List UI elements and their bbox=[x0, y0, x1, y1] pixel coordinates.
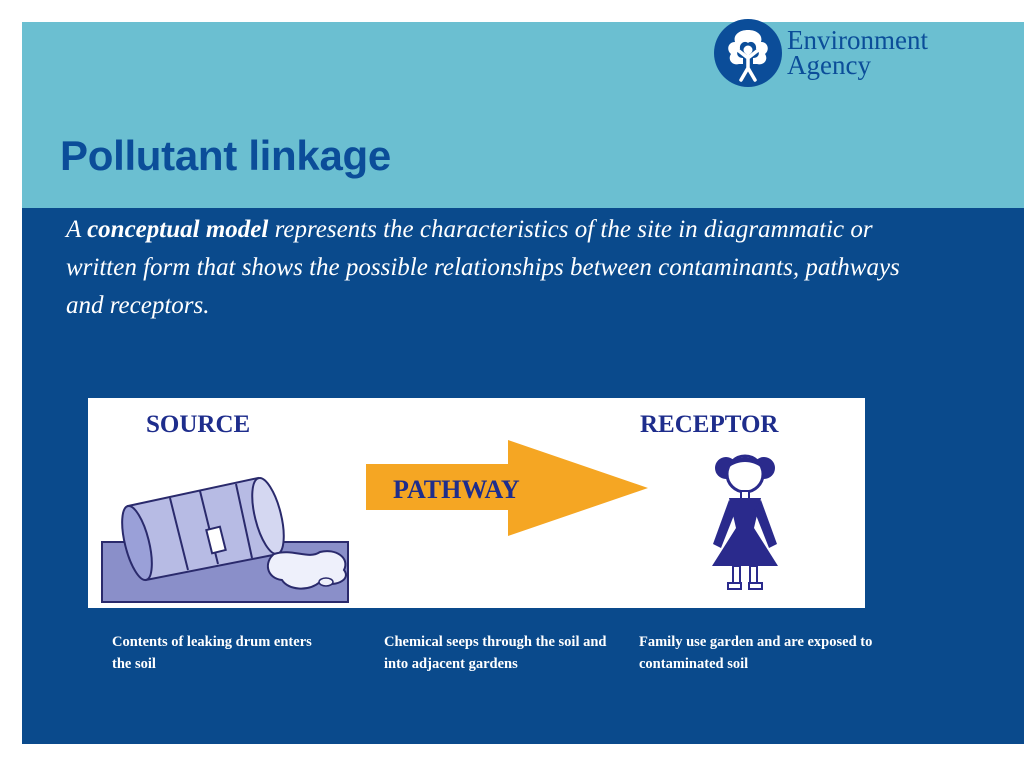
pollutant-linkage-diagram: SOURCE RECEPTOR PATHWAY bbox=[88, 398, 865, 608]
pathway-label: PATHWAY bbox=[393, 475, 520, 504]
logo-line-2: Agency bbox=[787, 50, 871, 80]
arrow-right-icon bbox=[366, 440, 648, 536]
intro-prefix: A bbox=[66, 216, 88, 243]
leaking-drum-icon bbox=[101, 476, 349, 603]
page-title: Pollutant linkage bbox=[60, 132, 391, 179]
source-label: SOURCE bbox=[146, 411, 250, 438]
intro-emphasis: conceptual model bbox=[87, 216, 269, 243]
logo-line-1: Environment bbox=[787, 25, 928, 55]
tree-figure-icon bbox=[714, 19, 782, 87]
environment-agency-logo: Environment Agency bbox=[713, 18, 973, 94]
caption-receptor: Family use garden and are exposed to con… bbox=[639, 634, 873, 672]
header-band bbox=[22, 22, 1024, 208]
intro-paragraph: A conceptual model represents the charac… bbox=[66, 211, 916, 325]
logo-wordmark: Environment Agency bbox=[787, 25, 928, 80]
receptor-label: RECEPTOR bbox=[640, 411, 779, 438]
intro-suffix: represents the characteristics of the si… bbox=[66, 216, 900, 319]
caption-source: Contents of leaking drum enters the soil bbox=[112, 634, 312, 672]
girl-figure-icon bbox=[712, 454, 778, 590]
caption-pathway: Chemical seeps through the soil and into… bbox=[384, 634, 607, 672]
